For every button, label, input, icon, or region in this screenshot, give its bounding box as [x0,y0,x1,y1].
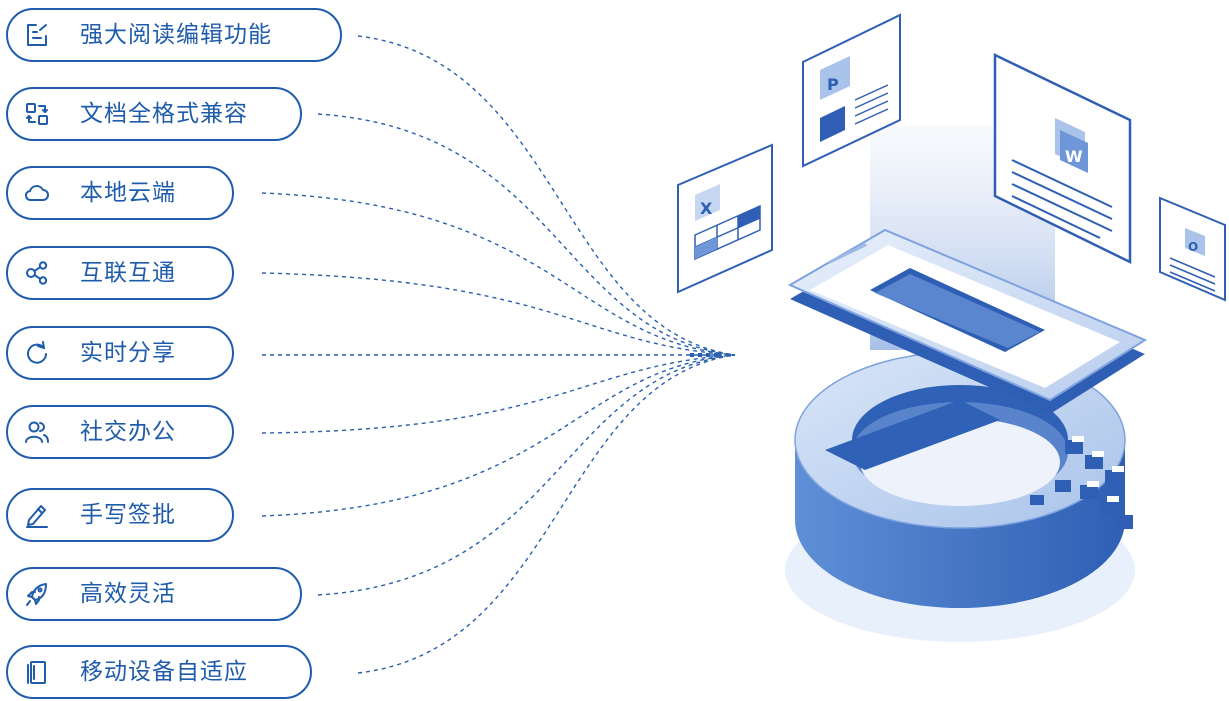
feature-label: 社交办公 [80,419,176,445]
feature-label: 高效灵活 [80,581,176,607]
share-nodes-icon [24,260,50,286]
doc-card-o: O [1159,196,1226,302]
feature-item-interconnect[interactable]: 互联互通 [6,246,234,300]
doc-badge-o: O [1188,240,1198,254]
refresh-icon [24,340,50,366]
pen-icon [24,502,50,528]
feature-label: 互联互通 [80,260,176,286]
rocket-icon [24,581,50,607]
doc-badge-w: W [1065,147,1083,166]
doc-badge-p: P [827,75,839,94]
feature-item-cloud[interactable]: 本地云端 [6,166,234,220]
feature-item-mobile[interactable]: 移动设备自适应 [6,645,312,699]
feature-label: 文档全格式兼容 [80,101,248,127]
format-convert-icon [24,101,50,127]
feature-item-efficient[interactable]: 高效灵活 [6,567,302,621]
phone [787,228,1148,414]
feature-item-edit[interactable]: 强大阅读编辑功能 [6,8,342,62]
feature-label: 本地云端 [80,180,176,206]
isometric-illustration: X P W [677,13,1226,642]
doc-card-x: X [677,143,773,294]
feature-label: 实时分享 [80,340,176,366]
feature-item-format[interactable]: 文档全格式兼容 [6,87,302,141]
cloud-icon [24,180,50,206]
pixel-blocks [1030,436,1133,529]
feature-item-social[interactable]: 社交办公 [6,405,234,459]
doc-card-w: W [993,53,1132,265]
mobile-device-icon [24,659,50,685]
feature-item-share[interactable]: 实时分享 [6,326,234,380]
users-icon [24,419,50,445]
feature-item-handwriting[interactable]: 手写签批 [6,488,234,542]
doc-card-p: P [802,13,901,168]
feature-label: 强大阅读编辑功能 [80,22,272,48]
doc-badge-x: X [700,199,713,218]
feature-label: 移动设备自适应 [80,659,248,685]
edit-icon [24,22,50,48]
feature-label: 手写签批 [80,502,176,528]
